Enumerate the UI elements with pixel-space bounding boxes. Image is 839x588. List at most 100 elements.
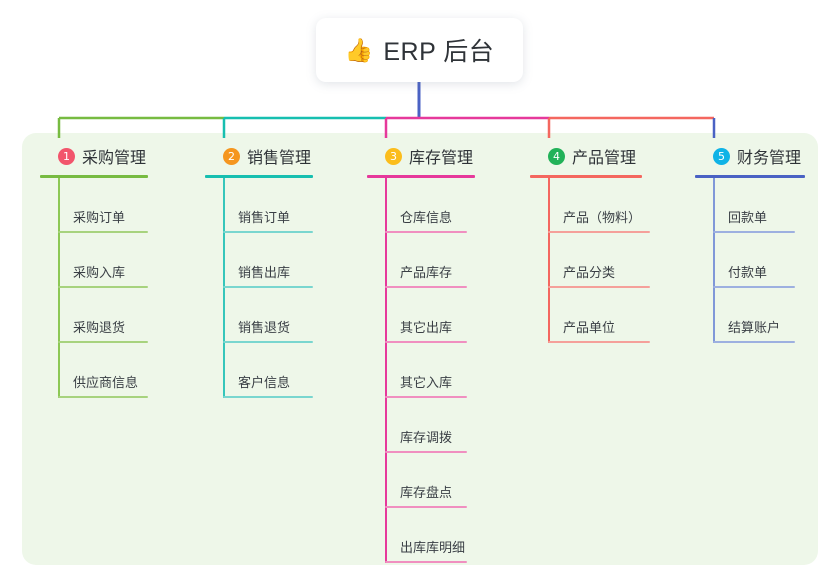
column-items: 仓库信息产品库存其它出库其它入库库存调拨库存盘点出库库明细 bbox=[367, 178, 517, 563]
list-item-label: 产品库存 bbox=[400, 265, 453, 280]
list-item-label: 采购退货 bbox=[73, 320, 126, 335]
list-item-label: 采购订单 bbox=[73, 210, 126, 225]
list-item-label: 结算账户 bbox=[728, 320, 781, 335]
list-item[interactable]: 库存盘点 bbox=[367, 453, 517, 508]
list-item-label: 库存调拨 bbox=[400, 430, 453, 445]
column-title: 产品管理 bbox=[572, 150, 637, 167]
list-item[interactable]: 产品库存 bbox=[367, 233, 517, 288]
column-title: 财务管理 bbox=[737, 150, 802, 167]
list-item[interactable]: 结算账户 bbox=[695, 288, 839, 343]
list-item[interactable]: 产品分类 bbox=[530, 233, 690, 288]
list-item[interactable]: 供应商信息 bbox=[40, 343, 190, 398]
column-header-3[interactable]: 3 库存管理 bbox=[367, 143, 517, 169]
list-item[interactable]: 客户信息 bbox=[205, 343, 355, 398]
list-item-label: 采购入库 bbox=[73, 265, 126, 280]
list-item-rule bbox=[385, 286, 467, 288]
list-item[interactable]: 采购退货 bbox=[40, 288, 190, 343]
list-item-label: 销售出库 bbox=[238, 265, 291, 280]
column-5: 5 财务管理回款单付款单结算账户 bbox=[695, 143, 839, 343]
list-item-rule bbox=[385, 341, 467, 343]
list-item-rule bbox=[223, 396, 313, 398]
list-item[interactable]: 采购订单 bbox=[40, 178, 190, 233]
list-item-rule bbox=[385, 231, 467, 233]
list-item-rule bbox=[223, 341, 313, 343]
list-item-rule bbox=[385, 506, 467, 508]
list-item-label: 供应商信息 bbox=[73, 375, 139, 390]
column-rule bbox=[40, 175, 148, 178]
list-item-rule bbox=[385, 396, 467, 398]
column-items: 产品（物料） 产品分类产品单位 bbox=[530, 178, 690, 343]
column-rule bbox=[367, 175, 475, 178]
list-item-rule bbox=[385, 451, 467, 453]
column-3: 3 库存管理仓库信息产品库存其它出库其它入库库存调拨库存盘点出库库明细 bbox=[367, 143, 517, 563]
column-title: 库存管理 bbox=[409, 150, 474, 167]
column-header-1[interactable]: 1 采购管理 bbox=[40, 143, 190, 169]
list-item-rule bbox=[223, 231, 313, 233]
list-item-rule bbox=[548, 341, 650, 343]
list-item[interactable]: 销售订单 bbox=[205, 178, 355, 233]
list-item-rule bbox=[223, 286, 313, 288]
list-item[interactable]: 销售退货 bbox=[205, 288, 355, 343]
list-item-label: 仓库信息 bbox=[400, 210, 453, 225]
column-header-5[interactable]: 5 财务管理 bbox=[695, 143, 839, 169]
column-rule bbox=[205, 175, 313, 178]
column-items: 销售订单销售出库销售退货客户信息 bbox=[205, 178, 355, 398]
column-spine bbox=[223, 178, 225, 398]
list-item-label: 客户信息 bbox=[238, 375, 291, 390]
list-item-label: 其它入库 bbox=[400, 375, 453, 390]
column-badge-icon: 3 bbox=[385, 147, 402, 165]
list-item[interactable]: 付款单 bbox=[695, 233, 839, 288]
list-item-label: 产品单位 bbox=[563, 320, 616, 335]
list-item-label: 产品分类 bbox=[563, 265, 616, 280]
column-spine bbox=[58, 178, 60, 398]
column-1: 1 采购管理采购订单采购入库采购退货供应商信息 bbox=[40, 143, 190, 398]
column-badge-icon: 5 bbox=[713, 147, 730, 165]
root-title: ERP 后台 bbox=[383, 38, 495, 66]
column-items: 采购订单采购入库采购退货供应商信息 bbox=[40, 178, 190, 398]
list-item-rule bbox=[58, 231, 148, 233]
column-rule bbox=[530, 175, 642, 178]
list-item[interactable]: 出库库明细 bbox=[367, 508, 517, 563]
list-item-rule bbox=[713, 341, 795, 343]
list-item-label: 销售订单 bbox=[238, 210, 291, 225]
column-spine bbox=[548, 178, 550, 343]
list-item-label: 出库库明细 bbox=[400, 540, 466, 555]
list-item[interactable]: 产品单位 bbox=[530, 288, 690, 343]
column-spine bbox=[713, 178, 715, 343]
list-item[interactable]: 产品（物料） bbox=[530, 178, 690, 233]
column-title: 采购管理 bbox=[82, 150, 147, 167]
list-item[interactable]: 仓库信息 bbox=[367, 178, 517, 233]
list-item-label: 产品（物料） bbox=[563, 210, 642, 225]
root-node[interactable]: 👍 ERP 后台 bbox=[316, 18, 523, 82]
list-item-label: 销售退货 bbox=[238, 320, 291, 335]
thumbs-up-icon: 👍 bbox=[344, 36, 374, 63]
column-items: 回款单付款单结算账户 bbox=[695, 178, 839, 343]
list-item[interactable]: 采购入库 bbox=[40, 233, 190, 288]
list-item[interactable]: 回款单 bbox=[695, 178, 839, 233]
column-4: 4 产品管理产品（物料） 产品分类产品单位 bbox=[530, 143, 690, 343]
diagram-panel bbox=[22, 133, 818, 565]
column-header-4[interactable]: 4 产品管理 bbox=[530, 143, 690, 169]
list-item-rule bbox=[713, 231, 795, 233]
list-item-rule bbox=[58, 341, 148, 343]
list-item-rule bbox=[548, 286, 650, 288]
list-item-rule bbox=[385, 561, 467, 563]
column-badge-icon: 4 bbox=[548, 147, 565, 165]
list-item-rule bbox=[713, 286, 795, 288]
list-item[interactable]: 销售出库 bbox=[205, 233, 355, 288]
list-item-rule bbox=[58, 396, 148, 398]
list-item-label: 回款单 bbox=[728, 210, 768, 225]
list-item[interactable]: 其它出库 bbox=[367, 288, 517, 343]
column-rule bbox=[695, 175, 805, 178]
list-item-label: 其它出库 bbox=[400, 320, 453, 335]
column-badge-icon: 1 bbox=[58, 147, 75, 165]
column-title: 销售管理 bbox=[247, 150, 312, 167]
list-item-label: 付款单 bbox=[728, 265, 768, 280]
list-item-rule bbox=[58, 286, 148, 288]
list-item-label: 库存盘点 bbox=[400, 485, 453, 500]
list-item[interactable]: 其它入库 bbox=[367, 343, 517, 398]
list-item[interactable]: 库存调拨 bbox=[367, 398, 517, 453]
list-item-rule bbox=[548, 231, 650, 233]
